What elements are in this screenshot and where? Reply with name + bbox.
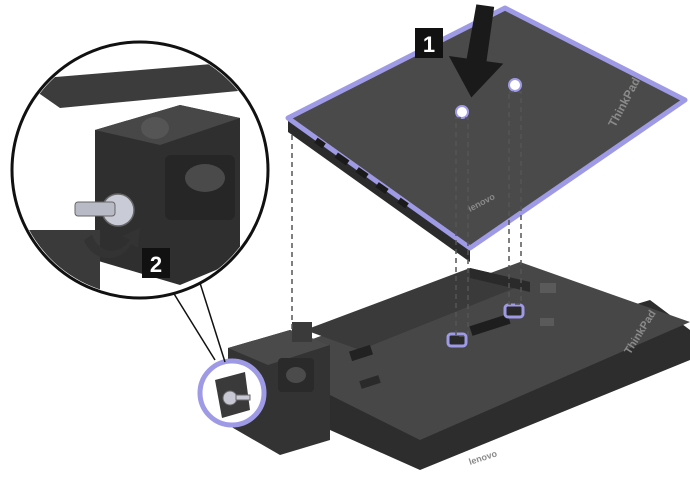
- lock-eject-button-face: [286, 367, 306, 383]
- step-badge-1: 1: [415, 28, 443, 58]
- laptop-guide-hole: [508, 78, 522, 92]
- dock-maker-label: lenovo: [468, 448, 499, 467]
- laptop-ports: [314, 137, 409, 209]
- step-number: 2: [150, 252, 162, 277]
- key-lock-icon: [222, 390, 251, 406]
- docking-connector: [469, 314, 511, 336]
- lock-post: [292, 322, 312, 342]
- dock-rear-block: [305, 268, 530, 350]
- dock-pad: [540, 318, 554, 326]
- step-number: 1: [423, 32, 435, 57]
- dock-lock-assembly: [197, 322, 330, 455]
- alignment-pin-guide: [508, 91, 522, 305]
- down-arrow-icon: [448, 4, 504, 98]
- key-lock-icon: [74, 193, 135, 227]
- dock-guide-pin-highlight: [503, 303, 525, 319]
- dock-slot: [348, 344, 374, 362]
- dock-rear-edge: [470, 268, 530, 292]
- laptop-front-edge: [288, 118, 470, 262]
- alignment-guides: [291, 91, 522, 337]
- zoom-callout: [10, 40, 270, 363]
- rotate-arrow-icon: [84, 228, 140, 259]
- dock-pad: [540, 283, 556, 293]
- docking-station: ThinkPad lenovo: [305, 262, 690, 470]
- dock-slot: [359, 375, 381, 389]
- step-badge-2: 2: [142, 248, 170, 278]
- laptop: ThinkPad lenovo: [285, 5, 688, 262]
- dock-guide-pin-highlight: [446, 332, 468, 348]
- alignment-pin-guide: [455, 117, 469, 337]
- laptop-guide-hole: [455, 105, 469, 119]
